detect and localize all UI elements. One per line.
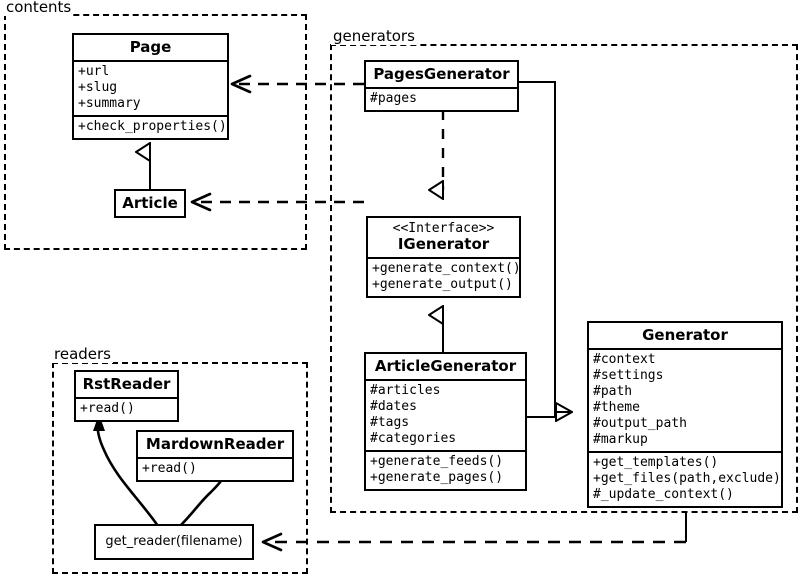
class-page[interactable]: Page +url +slug +summary +check_properti… [72, 33, 229, 140]
attribute: +url [78, 64, 110, 79]
class-pagesgenerator-name: PagesGenerator [373, 65, 510, 83]
class-articlegenerator-name: ArticleGenerator [374, 357, 517, 375]
class-generator-attributes: #context #settings #path #theme #output_… [589, 348, 781, 451]
method: +read() [80, 401, 135, 416]
method: #_update_context() [593, 487, 734, 502]
class-igenerator-methods: +generate_context() +generate_output() [368, 257, 521, 296]
package-contents-label: contents [4, 0, 74, 16]
class-articlegenerator-methods: +generate_feeds() +generate_pages() [366, 450, 525, 489]
class-rstreader[interactable]: RstReader +read() [74, 370, 179, 422]
class-igenerator-stereotype: <<Interface>> [392, 221, 495, 236]
attribute: #path [593, 384, 633, 399]
class-articlegenerator-attributes: #articles #dates #tags #categories [366, 379, 525, 450]
class-articlegenerator[interactable]: ArticleGenerator #articles #dates #tags … [364, 352, 527, 491]
package-contents [4, 14, 307, 250]
method: +generate_context() [372, 261, 521, 276]
class-mardownreader[interactable]: MardownReader +read() [136, 430, 294, 482]
class-mardownreader-name: MardownReader [145, 435, 285, 453]
class-generator-name: Generator [642, 326, 728, 344]
edge-generator-to-getreader [261, 513, 687, 552]
function-get-reader[interactable]: get_reader(filename) [94, 524, 254, 560]
class-page-name: Page [129, 38, 172, 56]
class-page-attributes: +url +slug +summary [74, 60, 227, 115]
class-rstreader-methods: +read() [76, 397, 177, 420]
class-pagesgenerator[interactable]: PagesGenerator #pages [364, 60, 519, 112]
method: +get_templates() [593, 455, 719, 470]
attribute: #tags [370, 415, 410, 430]
class-generator[interactable]: Generator #context #settings #path #them… [587, 321, 783, 508]
attribute: +summary [78, 96, 141, 111]
attribute: #categories [370, 431, 457, 446]
package-generators [330, 44, 798, 513]
attribute: +slug [78, 80, 118, 95]
method: +get_files(path,exclude) [593, 471, 781, 486]
class-igenerator[interactable]: <<Interface>> IGenerator +generate_conte… [366, 216, 521, 298]
attribute: #output_path [593, 416, 687, 431]
package-readers-label: readers [52, 345, 113, 363]
method: +check_properties() [78, 119, 227, 134]
package-generators-label: generators [331, 27, 417, 45]
class-generator-methods: +get_templates() +get_files(path,exclude… [589, 451, 781, 506]
function-get-reader-label: get_reader(filename) [105, 534, 243, 549]
package-readers [52, 362, 308, 574]
attribute: #context [593, 352, 656, 367]
attribute: #theme [593, 400, 640, 415]
attribute: #articles [370, 383, 441, 398]
class-article[interactable]: Article [114, 189, 186, 218]
method: +generate_output() [372, 277, 513, 292]
attribute: #pages [370, 91, 417, 106]
class-mardownreader-methods: +read() [138, 457, 292, 480]
attribute: #markup [593, 432, 648, 447]
method: +generate_pages() [370, 470, 504, 485]
class-igenerator-name: IGenerator [397, 235, 490, 253]
attribute: #dates [370, 399, 417, 414]
attribute: #settings [593, 368, 664, 383]
class-pagesgenerator-attributes: #pages [366, 87, 517, 110]
class-page-methods: +check_properties() [74, 115, 227, 138]
method: +read() [142, 461, 197, 476]
class-article-name: Article [122, 194, 178, 212]
method: +generate_feeds() [370, 454, 504, 469]
class-rstreader-name: RstReader [82, 375, 171, 393]
